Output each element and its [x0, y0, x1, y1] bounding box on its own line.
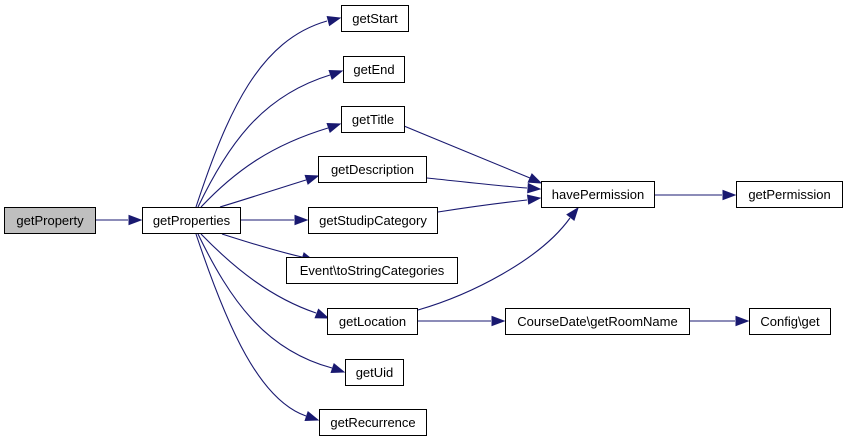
edge-getProperties-to-getDescription — [219, 179, 307, 208]
arrowhead-getLocation-to-getRoomName — [491, 315, 506, 327]
node-getLocation[interactable]: getLocation — [327, 308, 418, 335]
arrowhead-getProperties-to-getEnd — [328, 70, 344, 80]
arrowhead-getDescription-to-havePermission — [527, 182, 542, 194]
node-configGet[interactable]: Config\get — [749, 308, 831, 335]
edge-getProperties-to-getUid — [197, 233, 333, 369]
node-getProperty[interactable]: getProperty — [4, 207, 96, 234]
arrowhead-getProperties-to-getUid — [330, 363, 346, 373]
node-getUid[interactable]: getUid — [345, 359, 404, 386]
arrowhead-getProperties-to-getStudipCategory — [294, 214, 309, 226]
arrowhead-getProperty-to-getProperties — [128, 214, 143, 226]
edge-getProperties-to-getLocation — [200, 233, 317, 314]
node-toStringCategories[interactable]: Event\toStringCategories — [286, 257, 458, 284]
arrowhead-getProperties-to-getStart — [326, 16, 342, 27]
node-getEnd[interactable]: getEnd — [343, 56, 405, 83]
node-havePermission[interactable]: havePermission — [541, 181, 655, 208]
edge-getLocation-to-havePermission — [417, 217, 571, 311]
arrowhead-getProperties-to-getRecurrence — [304, 411, 320, 421]
node-getRoomName[interactable]: CourseDate\getRoomName — [505, 308, 690, 335]
edge-getProperties-to-toStringCategories — [221, 233, 303, 258]
arrowhead-havePermission-to-getPermission — [722, 189, 737, 201]
node-getDescription[interactable]: getDescription — [318, 156, 427, 183]
edge-getStudipCategory-to-havePermission — [437, 199, 528, 213]
edge-getDescription-to-havePermission — [426, 177, 528, 189]
arrowhead-getProperties-to-getDescription — [304, 174, 320, 185]
arrowhead-getStudipCategory-to-havePermission — [526, 194, 542, 205]
arrowhead-getRoomName-to-configGet — [735, 315, 750, 327]
node-getStudipCategory[interactable]: getStudipCategory — [308, 207, 438, 234]
arrowhead-getTitle-to-havePermission — [527, 173, 543, 184]
edge-getTitle-to-havePermission — [403, 125, 531, 179]
node-getPermission[interactable]: getPermission — [736, 181, 843, 208]
edge-getProperties-to-getEnd — [197, 74, 331, 208]
node-getProperties[interactable]: getProperties — [142, 207, 241, 234]
arrowhead-getLocation-to-havePermission — [566, 206, 579, 221]
edge-getProperties-to-getRecurrence — [195, 233, 307, 417]
arrowhead-getProperties-to-getTitle — [326, 123, 342, 133]
node-getTitle[interactable]: getTitle — [341, 106, 405, 133]
node-getRecurrence[interactable]: getRecurrence — [319, 409, 427, 436]
edge-getProperties-to-getTitle — [200, 127, 329, 208]
node-getStart[interactable]: getStart — [341, 5, 409, 32]
arrowhead-getProperties-to-getLocation — [314, 308, 330, 319]
edge-getProperties-to-getStart — [195, 20, 328, 208]
